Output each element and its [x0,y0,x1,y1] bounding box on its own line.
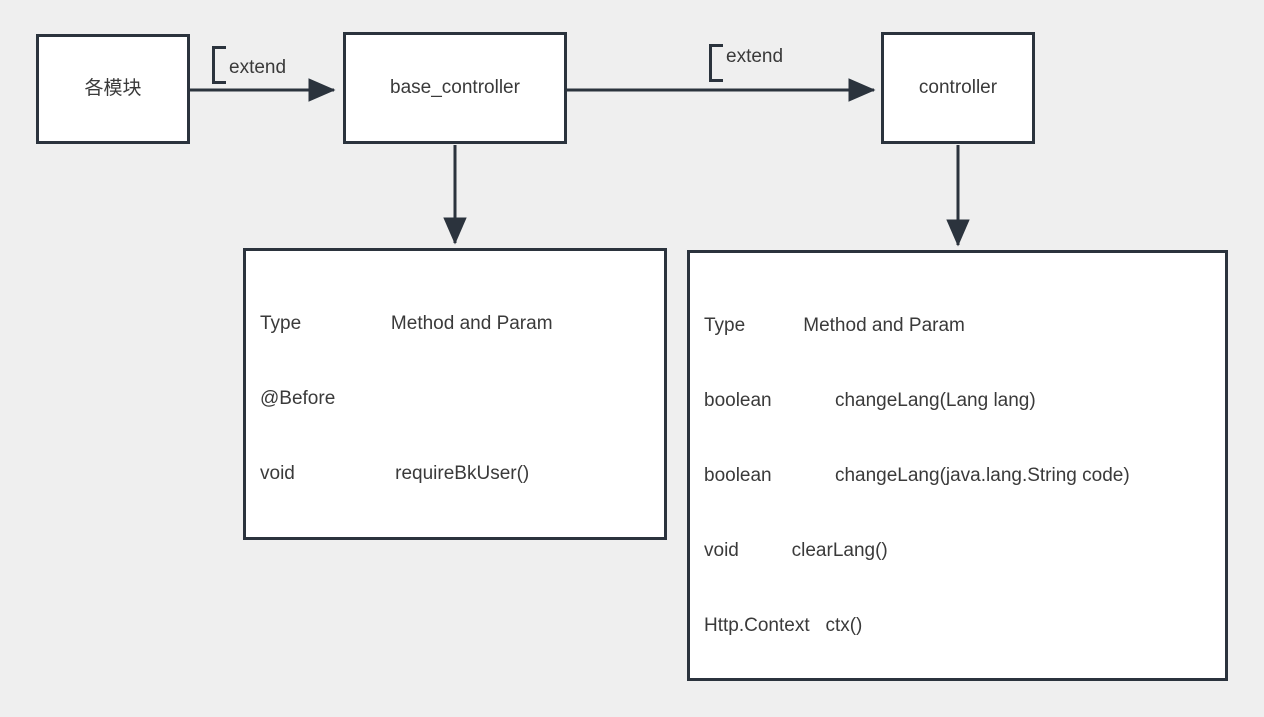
node-base-controller-label: base_controller [390,77,520,99]
detail-box-base-controller-members: Type Method and Param @Before void requi… [243,248,667,540]
extend-bracket-1 [212,46,226,84]
member-line: boolean changeLang(Lang lang) [704,390,1036,411]
member-line: void requireBkUser() [260,463,530,484]
member-line: Http.Context ctx() [704,615,863,636]
edge-label-extend-2: extend [726,46,784,67]
base-controller-member-list: Type Method and Param @Before void requi… [260,261,656,537]
member-line: int getPageSize() [260,536,656,537]
detail-box-controller-members: Type Method and Param boolean changeLang… [687,250,1228,681]
extend-bracket-2 [709,44,723,82]
edge-label-extend-1: extend [229,57,287,78]
node-controller[interactable]: controller [881,32,1035,144]
node-modules[interactable]: 各模块 [36,34,190,144]
node-base-controller[interactable]: base_controller [343,32,567,144]
controller-member-list: Type Method and Param boolean changeLang… [704,263,1217,678]
node-modules-label: 各模块 [84,78,142,100]
member-line: Type Method and Param [260,313,553,334]
node-controller-label: controller [918,77,998,99]
member-line: boolean changeLang(java.lang.String code… [704,465,1130,486]
member-line: @Before [260,388,336,409]
member-line: void clearLang() [704,540,888,561]
member-line: Type Method and Param [704,315,965,336]
